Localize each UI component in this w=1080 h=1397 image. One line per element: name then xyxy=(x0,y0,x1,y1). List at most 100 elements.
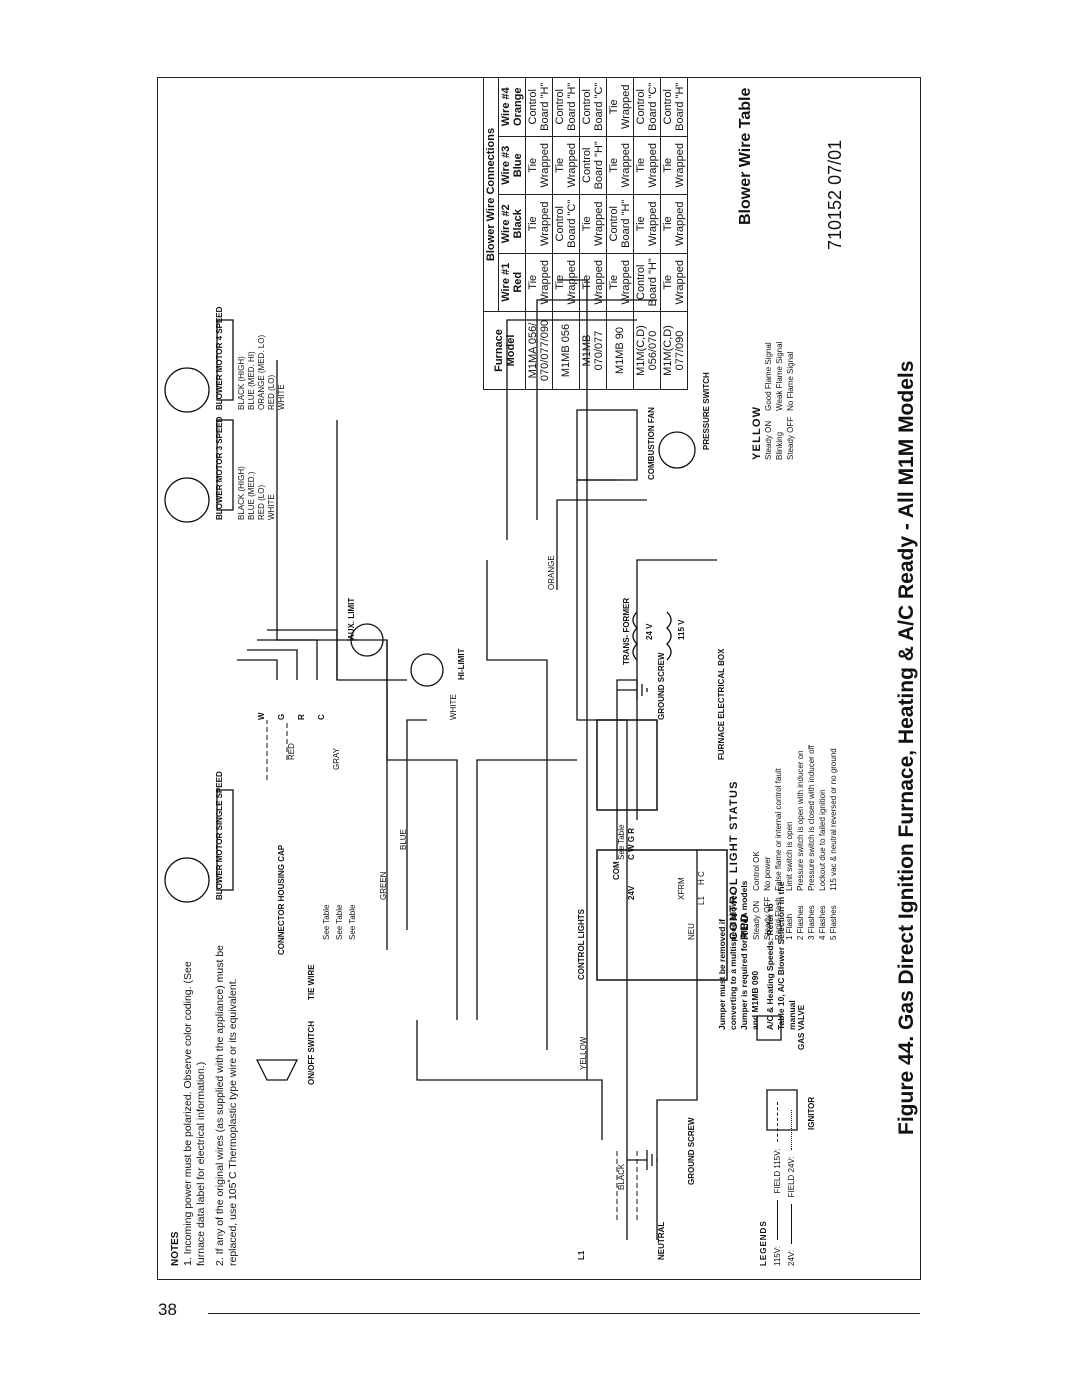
wire-white-2 xyxy=(636,559,717,820)
table-cell: Control Board "C" xyxy=(579,77,607,137)
label-on-off-switch: ON/OFF SWITCH xyxy=(307,1021,316,1085)
label-combustion-fan: COMBUSTION FAN xyxy=(647,407,656,480)
col-header-bottom: Model xyxy=(504,334,517,367)
status-red-heading: RED xyxy=(739,913,751,940)
table-row: M1M(C,D) 056/070 Control Board "H" Tie W… xyxy=(633,77,661,390)
table-cell: Control Board "H" xyxy=(525,77,553,137)
blower4-wire: ORANGE (MED. LO) xyxy=(257,334,266,410)
wire-label-black: BLACK xyxy=(617,1163,626,1190)
wire-red xyxy=(247,649,298,680)
wire-neu xyxy=(616,679,637,860)
wire-black-board xyxy=(476,759,577,1020)
wire-label-orange: ORANGE xyxy=(547,555,556,590)
col-header-top: Furnace xyxy=(492,329,505,372)
label-l1: L1 xyxy=(577,1250,586,1260)
table-cell: M1M(C,D) 056/070 xyxy=(633,311,661,390)
status-code: Steady OFF xyxy=(786,416,795,460)
wire-label-red: RED xyxy=(287,743,296,760)
status-row: 5 Flashes 115 vac & neutral reversed or n… xyxy=(828,739,839,940)
figure-title-wrapper: Figure 44. Gas Direct Ignition Furnace, … xyxy=(895,55,925,1285)
blower-4-circle xyxy=(164,367,210,413)
table-cell: Control Board "H" xyxy=(606,194,634,254)
status-meaning: Lockout due to failed ignition xyxy=(818,789,827,891)
table-cell: Tie Wrapped xyxy=(525,136,553,195)
terminal-strip xyxy=(596,719,658,811)
label-control-lights: CONTROL LIGHTS xyxy=(577,909,586,980)
table-cell: Tie Wrapped xyxy=(606,253,634,312)
label-blower-single: BLOWER MOTOR SINGLE SPEED xyxy=(215,771,224,900)
blower3-wire: BLUE (MED.) xyxy=(247,471,256,520)
table-cell: Tie Wrapped xyxy=(660,194,688,254)
wire-gray xyxy=(237,659,278,680)
combustion-fan-housing xyxy=(576,409,638,481)
blower3-wire: WHITE xyxy=(267,494,276,520)
wire-orange xyxy=(556,499,647,590)
three-speed-connector xyxy=(216,419,234,511)
on-off-switch-symbol xyxy=(255,1059,299,1081)
col-header-top: Wire #2 xyxy=(500,204,512,244)
wire-label-yellow: YELLOW xyxy=(579,1036,588,1070)
label-see-table: See Table xyxy=(322,904,331,940)
status-code: Steady ON xyxy=(752,900,761,940)
wire-white-3 xyxy=(267,629,338,680)
wire-blue-2 xyxy=(276,360,357,641)
group-header: Blower Wire Connections xyxy=(483,77,499,312)
control-board xyxy=(596,849,728,981)
col-header-top: Wire #3 xyxy=(500,145,512,185)
col-header-top: Wire #1 xyxy=(500,262,512,302)
status-meaning: Limit switch is open xyxy=(785,821,794,891)
ignitor-symbol xyxy=(766,1089,798,1131)
table-cell: Tie Wrapped xyxy=(606,77,634,137)
blower4-wire: RED (LO) xyxy=(267,374,276,410)
table-cell: Tie Wrapped xyxy=(633,136,661,195)
terminal-w: W xyxy=(257,712,266,720)
label-neu: NEU xyxy=(687,923,696,940)
hi-limit-symbol xyxy=(410,653,444,687)
status-meaning: Control OK xyxy=(752,851,761,891)
label-tie-wire: TIE WIRE xyxy=(307,964,316,1000)
status-code: 4 Flashes xyxy=(818,905,827,940)
terminal-g: G xyxy=(277,713,286,720)
blower4-wire: BLUE (MED. HI) xyxy=(247,351,256,410)
wire-yellow-2 xyxy=(486,560,548,1050)
status-yellow-heading: YELLOW xyxy=(751,405,763,460)
diagram-frame xyxy=(157,77,921,1280)
blower3-wire: RED (LO) xyxy=(257,484,266,520)
label-hc: H C xyxy=(697,871,706,885)
blower4-wire: WHITE xyxy=(277,384,286,410)
label-gas-valve: GAS VALVE xyxy=(797,1004,806,1050)
table-row: M1MA 056/ 070/077/090 Tie Wrapped Tie Wr… xyxy=(525,77,553,390)
table-cell: M1MB 056 xyxy=(552,311,580,390)
label-see-table: See Table xyxy=(335,904,344,940)
wire-black-fan xyxy=(506,319,637,540)
table-row: M1MB 90 Tie Wrapped Control Board "H" Ti… xyxy=(606,77,634,390)
label-ground-screw-2: GROUND SCREW xyxy=(657,652,666,720)
single-speed-connector xyxy=(216,789,234,891)
wire-white-board xyxy=(386,640,458,1020)
status-code: Rapid Flash xyxy=(774,897,783,940)
ground-symbol xyxy=(617,680,648,700)
status-meaning: Good Flame Signal xyxy=(764,342,773,411)
pressure-switch-symbol xyxy=(658,431,696,469)
label-xfrm: XFRM xyxy=(677,877,686,900)
table-cell: Tie Wrapped xyxy=(633,194,661,254)
status-meaning: 115 vac & neutral reversed or no ground xyxy=(829,748,838,891)
table-cell: Tie Wrapped xyxy=(552,253,580,312)
wire-green-2 xyxy=(257,639,318,680)
label-24v: 24 V xyxy=(645,623,654,640)
wire-label-blue: BLUE xyxy=(399,829,408,850)
ground-symbol-2 xyxy=(627,1150,658,1170)
label-ground-screw: GROUND SCREW xyxy=(687,1117,696,1185)
status-code: 5 Flashes xyxy=(829,905,838,940)
